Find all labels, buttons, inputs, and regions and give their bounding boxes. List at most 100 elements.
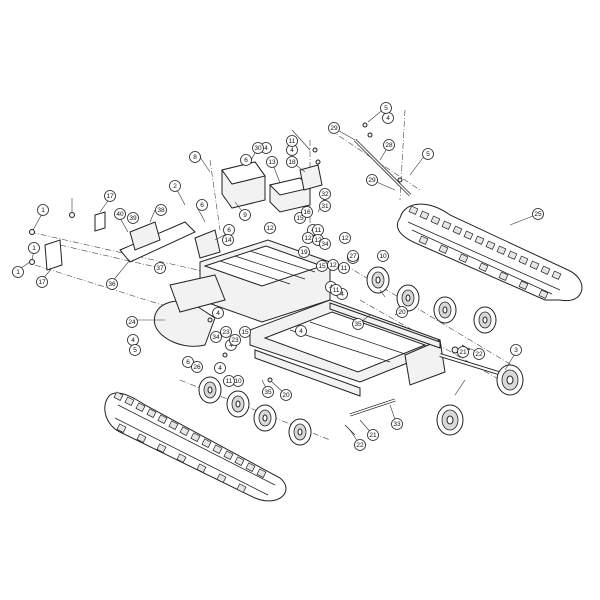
callout-number: 29 [330,125,338,132]
callout-4: 4 [382,112,394,124]
callout-12: 12 [302,232,314,244]
callout-number: 1 [32,245,36,252]
callout-3: 3 [510,344,522,356]
idler-wheel [436,404,464,436]
callout-number: 5 [384,105,388,112]
callout-32: 32 [319,188,331,200]
callout-number: 23 [222,329,230,336]
callout-17: 17 [104,190,116,202]
callout-40: 40 [114,208,126,220]
callout-number: 4 [218,365,222,372]
callout-number: 6 [186,359,190,366]
callout-number: 20 [282,392,290,399]
callout-6: 6 [182,356,194,368]
callout-number: 4 [290,147,294,154]
roller-wheels [198,266,524,446]
roller-wheel [288,418,312,446]
callout-number: 4 [299,328,303,335]
callout-number: 37 [156,265,164,272]
callout-29: 29 [366,174,378,186]
callout-20: 20 [396,306,408,318]
callout-1: 1 [28,242,40,254]
callout-number: 13 [268,159,276,166]
callout-6: 6 [240,154,252,166]
callout-number: 23 [231,337,239,344]
callout-number: 17 [106,193,114,200]
callout-number: 1 [16,269,20,276]
callout-15: 15 [316,260,328,272]
callout-number: 6 [200,202,204,209]
callout-number: 5 [426,151,430,158]
callout-21: 21 [457,346,469,358]
callout-18: 18 [286,156,298,168]
callout-31: 31 [319,200,331,212]
callout-number: 10 [379,253,387,260]
callout-number: 4 [264,145,268,152]
callout-number: 11 [289,138,296,145]
callout-4: 4 [214,362,226,374]
callout-labels: 1112344444444444555666689101010111111111… [12,102,544,451]
callout-number: 8 [193,154,197,161]
callout-number: 9 [243,212,247,219]
callout-28: 28 [383,139,395,151]
right-track [397,203,583,302]
callout-number: 11 [333,287,340,294]
callout-number: 27 [349,253,357,260]
roller-wheel [396,284,420,312]
callout-38: 38 [155,204,167,216]
callout-number: 11 [226,378,233,385]
callout-number: 11 [315,227,322,234]
callout-4: 4 [212,307,224,319]
callout-number: 15 [318,263,326,270]
callout-number: 15 [241,329,249,336]
callout-11: 11 [223,375,235,387]
callout-number: 28 [385,142,393,149]
callout-25: 25 [532,208,544,220]
callout-number: 11 [341,265,348,272]
callout-17: 17 [36,276,48,288]
callout-1: 1 [37,204,49,216]
roller-wheel [433,296,457,324]
callout-number: 39 [129,215,137,222]
callout-number: 4 [340,291,344,298]
callout-16: 16 [301,206,313,218]
callout-37: 37 [154,262,166,274]
callout-number: 36 [108,281,116,288]
callout-5: 5 [422,148,434,160]
callout-11: 11 [338,262,350,274]
callout-34: 34 [319,238,331,250]
callout-21: 21 [367,429,379,441]
callout-26: 26 [191,361,203,373]
callout-number: 25 [534,211,542,218]
left-track-links [113,391,267,493]
callout-number: 4 [216,310,220,317]
callout-number: 12 [329,262,337,269]
callout-39: 39 [127,212,139,224]
callout-24: 24 [126,316,138,328]
callout-number: 31 [321,203,329,210]
roller-wheel [366,266,390,294]
left-track [104,391,287,502]
callout-20: 20 [280,389,292,401]
callout-number: 40 [116,211,124,218]
callout-30: 30 [252,142,264,154]
roller-wheel [253,404,277,432]
callout-4: 4 [286,144,298,156]
callout-number: 21 [369,432,377,439]
callout-number: 18 [288,159,296,166]
callout-number: 15 [296,215,304,222]
callout-5: 5 [380,102,392,114]
callout-19: 19 [298,246,310,258]
callout-6: 6 [196,199,208,211]
hydraulic-tank [221,161,266,209]
callout-10: 10 [377,250,389,262]
callout-number: 30 [254,145,262,152]
callout-number: 24 [128,319,136,326]
callout-number: 4 [131,337,135,344]
callout-number: 16 [303,209,311,216]
callout-22: 22 [473,348,485,360]
callout-number: 3 [514,347,518,354]
callout-35: 35 [262,386,274,398]
callout-number: 22 [475,351,483,358]
